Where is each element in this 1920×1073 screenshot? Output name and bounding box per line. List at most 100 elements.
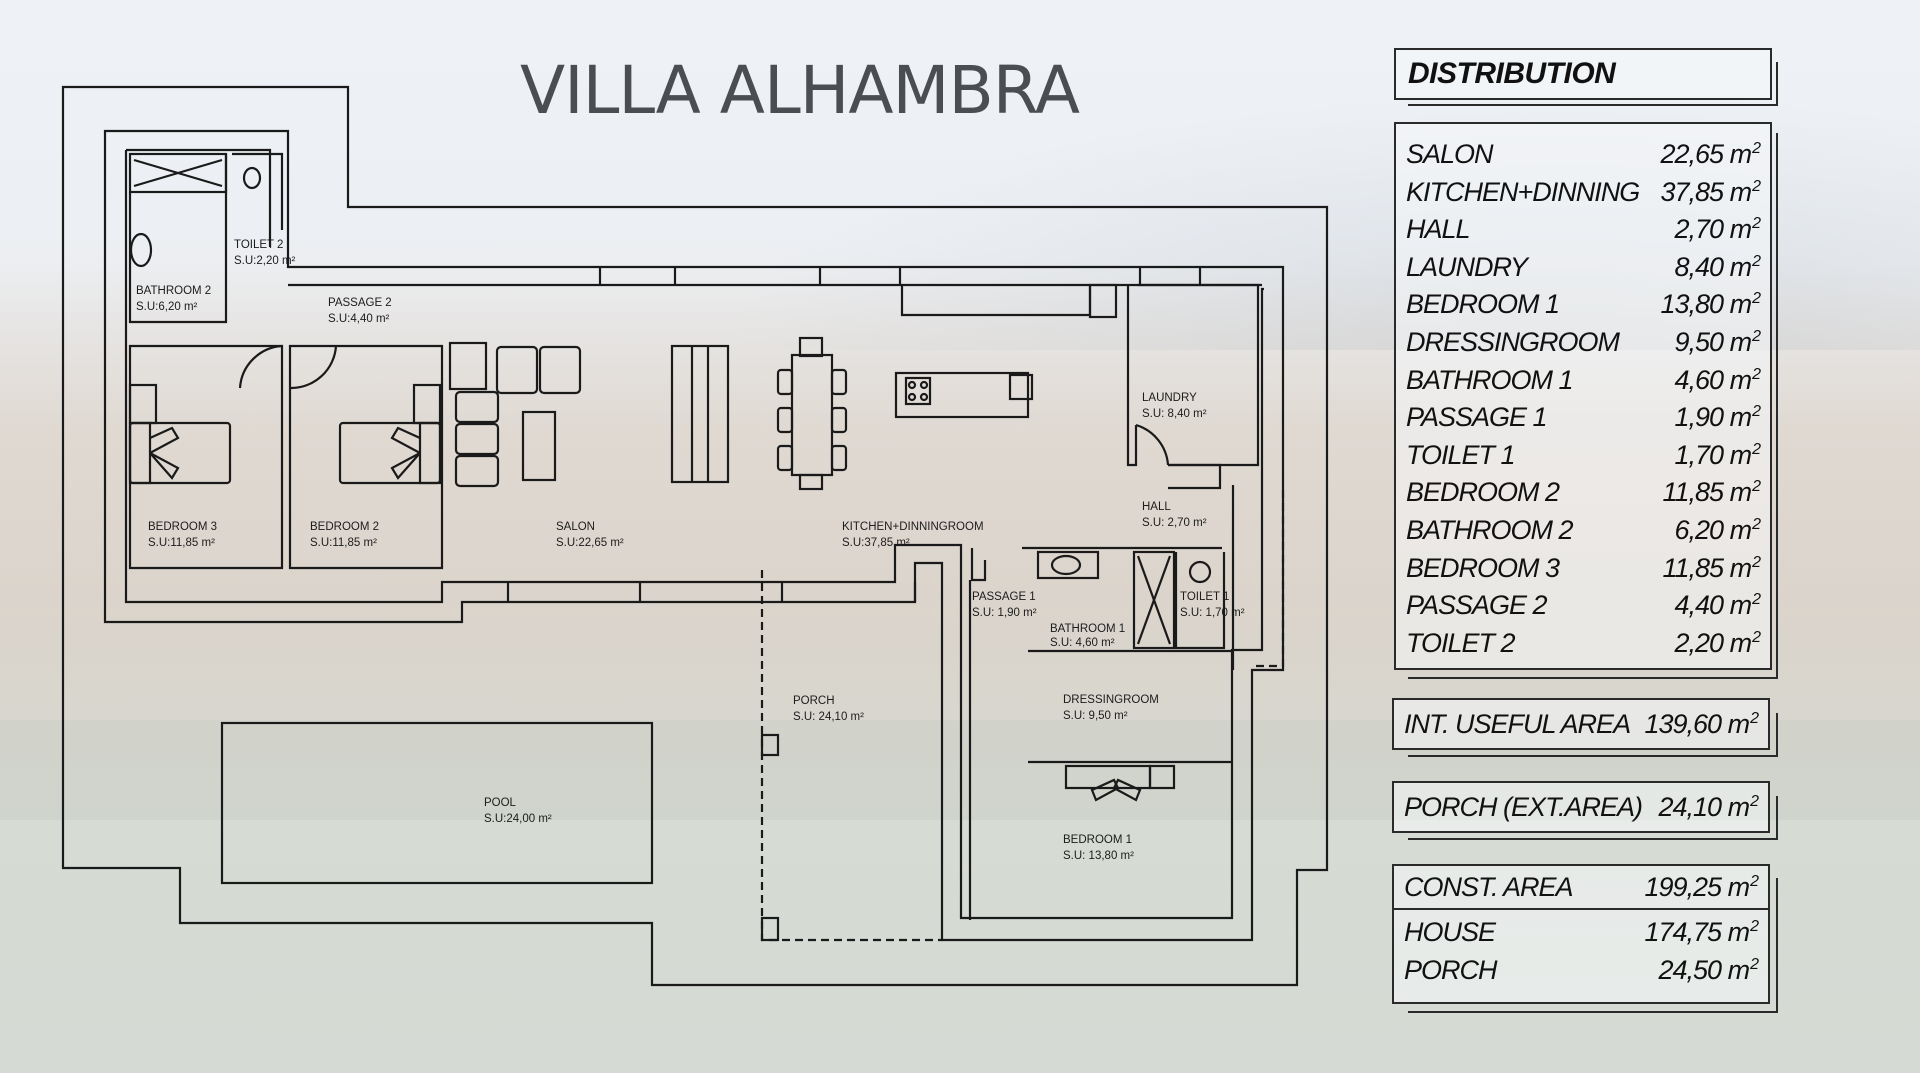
room-label-bedroom-2: BEDROOM 2 — [310, 521, 379, 533]
useful-area-value: 139,60 — [1644, 709, 1722, 739]
unit: m — [1729, 627, 1752, 658]
const-area-value: 199,25 — [1644, 872, 1722, 902]
room-area-pool: S.U:24,00 m² — [484, 813, 552, 825]
room-label-toilet-2: TOILET 2 — [234, 239, 283, 251]
const-item-value-group: 174,75 m2 — [1644, 916, 1759, 953]
distribution-item-value-group: 6,20 m2 — [1675, 514, 1761, 551]
distribution-item-value-group: 1,90 m2 — [1674, 401, 1761, 438]
const-divider — [1394, 908, 1768, 910]
unit: m — [1729, 327, 1752, 357]
room-area-toilet-2: S.U:2,20 m² — [234, 255, 296, 267]
room-label-salon: SALON — [556, 521, 595, 533]
unit: m — [1729, 289, 1752, 320]
useful-area-box: INT. USEFUL AREA 139,60 m2 — [1392, 698, 1770, 750]
distribution-item-value: 1,90 — [1674, 402, 1725, 433]
porch-ext-label: PORCH (EXT.AREA) — [1404, 792, 1643, 822]
unit-sup: 2 — [1752, 252, 1761, 270]
unit-sup: 2 — [1752, 328, 1761, 345]
unit: m — [1727, 872, 1750, 902]
unit-sup: 2 — [1752, 440, 1761, 458]
room-label-kitchen: KITCHEN+DINNINGROOM — [842, 521, 984, 533]
room-label-pool: POOL — [484, 797, 517, 809]
room-area-bedroom-1: S.U: 13,80 m² — [1063, 850, 1134, 862]
distribution-item-value-group: 11,85 m2 — [1662, 476, 1761, 513]
unit-sup: 2 — [1752, 140, 1761, 157]
room-label-porch: PORCH — [793, 695, 835, 707]
unit: m — [1729, 515, 1752, 545]
unit-sup: 2 — [1750, 710, 1759, 727]
distribution-item-row: HALL 2,70 m2 — [1406, 213, 1761, 245]
unit: m — [1729, 214, 1752, 245]
distribution-item-label: PASSAGE 1 — [1406, 402, 1548, 433]
useful-area-value-group: 139,60 m2 — [1644, 708, 1759, 745]
distribution-item-value: 9,50 — [1674, 327, 1725, 357]
porch-ext-value: 24,10 — [1658, 792, 1723, 822]
room-label-passage-1: PASSAGE 1 — [972, 591, 1036, 603]
distribution-item-label: LAUNDRY — [1406, 251, 1528, 282]
distribution-item-row: PASSAGE 1 1,90 m2 — [1406, 401, 1761, 433]
room-area-toilet-1: S.U: 1,70 m² — [1180, 607, 1245, 619]
distribution-item-value: 22,65 — [1660, 139, 1725, 169]
room-area-bedroom-3: S.U:11,85 m² — [148, 537, 215, 549]
distribution-item-value-group: 4,60 m2 — [1675, 364, 1761, 401]
distribution-item-value: 1,70 — [1674, 439, 1725, 470]
room-area-porch: S.U: 24,10 m² — [793, 711, 864, 723]
distribution-item-value-group: 2,20 m2 — [1675, 627, 1761, 664]
distribution-item-value: 11,85 — [1662, 477, 1725, 508]
room-label-bedroom-3: BEDROOM 3 — [148, 521, 217, 533]
page-title: VILLA ALHAMBRA — [520, 52, 1080, 129]
unit: m — [1729, 552, 1752, 583]
room-area-salon: S.U:22,65 m² — [556, 537, 624, 549]
distribution-item-value-group: 11,85 m2 — [1663, 552, 1761, 589]
distribution-heading-box: DISTRIBUTION — [1394, 48, 1772, 100]
unit-sup: 2 — [1750, 873, 1759, 890]
room-label-dressingroom: DRESSINGROOM — [1063, 694, 1159, 706]
const-item-value-group: 24,50 m2 — [1659, 954, 1759, 991]
plot-boundary — [61, 85, 1329, 987]
const-area-label: CONST. AREA — [1404, 872, 1574, 902]
unit-sup: 2 — [1752, 215, 1761, 233]
unit: m — [1727, 792, 1750, 822]
useful-area-row: INT. USEFUL AREA 139,60 m2 — [1404, 708, 1759, 740]
room-area-dressingroom: S.U: 9,50 m² — [1063, 710, 1128, 722]
distribution-item-value: 37,85 — [1660, 176, 1725, 207]
unit-sup: 2 — [1750, 918, 1759, 935]
distribution-item-label: TOILET 2 — [1406, 627, 1516, 658]
useful-box-shadow — [1408, 713, 1778, 757]
room-area-hall: S.U: 2,70 m² — [1142, 517, 1207, 529]
unit: m — [1729, 139, 1752, 169]
distribution-item-row: SALON 22,65 m2 — [1406, 138, 1761, 170]
room-label-laundry: LAUNDRY — [1142, 392, 1197, 404]
unit-sup: 2 — [1750, 793, 1759, 810]
distribution-item-label: HALL — [1406, 214, 1471, 245]
room-label-toilet-1: TOILET 1 — [1180, 591, 1229, 603]
useful-area-label: INT. USEFUL AREA — [1404, 709, 1631, 739]
const-item-value: 24,50 — [1658, 955, 1723, 985]
distribution-heading: DISTRIBUTION — [1408, 57, 1616, 90]
distribution-item-value-group: 22,65 m2 — [1661, 138, 1761, 175]
unit: m — [1727, 955, 1750, 985]
distribution-item-value: 8,40 — [1674, 251, 1725, 282]
unit: m — [1729, 402, 1752, 433]
room-area-bedroom-2: S.U:11,85 m² — [310, 537, 377, 549]
unit: m — [1729, 439, 1752, 470]
unit-sup: 2 — [1752, 403, 1761, 421]
distribution-item-label: SALON — [1406, 139, 1494, 169]
unit: m — [1729, 364, 1752, 395]
distribution-item-value-group: 9,50 m2 — [1674, 326, 1761, 363]
pool-outline — [220, 721, 654, 885]
distribution-item-value: 2,70 — [1674, 214, 1725, 245]
room-label-bathroom-2: BATHROOM 2 — [136, 285, 211, 297]
room-area-bathroom-2: S.U:6,20 m² — [136, 301, 198, 313]
distribution-item-label: BATHROOM 2 — [1406, 515, 1574, 545]
